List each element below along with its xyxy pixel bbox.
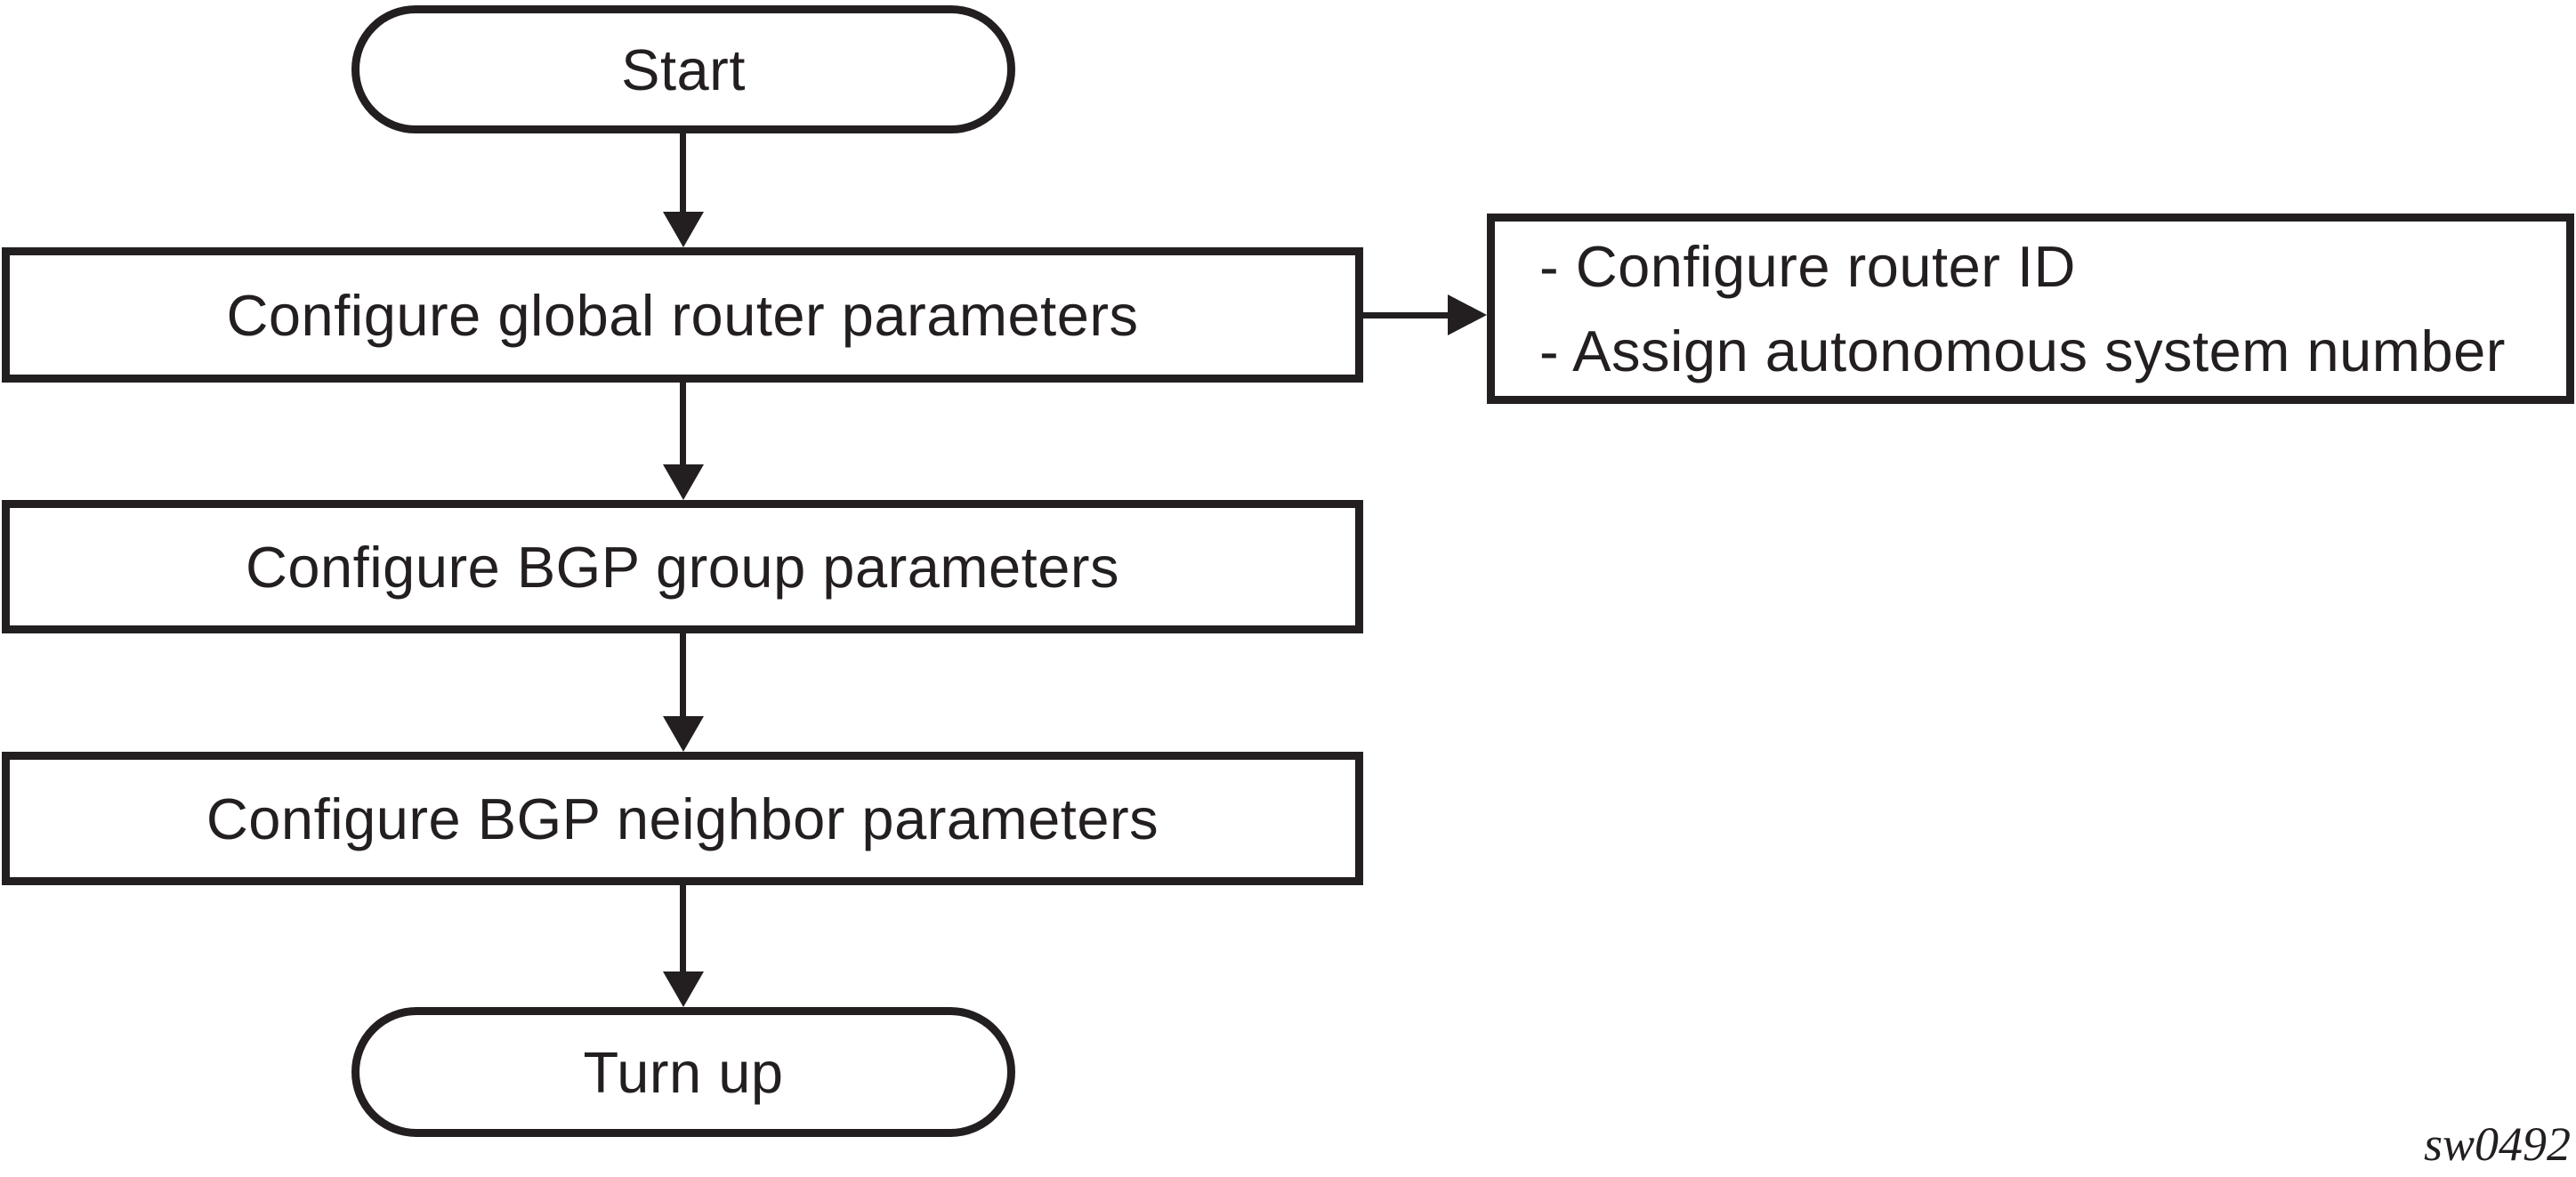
process-configure-bgp-group: Configure BGP group parameters xyxy=(2,500,1363,633)
connector-start-to-global xyxy=(680,133,686,214)
side-note-line: - Assign autonomous system number xyxy=(1539,318,2506,383)
start-label: Start xyxy=(621,36,746,102)
side-note-line: - Configure router ID xyxy=(1539,234,2076,299)
side-note-box: - Configure router ID - Assign autonomou… xyxy=(1487,214,2574,404)
connector-global-to-note xyxy=(1363,312,1449,318)
arrow-right-icon xyxy=(1448,294,1487,335)
start-terminator: Start xyxy=(351,5,1015,133)
process-label: Configure BGP group parameters xyxy=(245,534,1120,600)
end-terminator: Turn up xyxy=(351,1007,1015,1137)
process-configure-global-router: Configure global router parameters xyxy=(2,247,1363,383)
arrow-down-icon xyxy=(663,212,704,247)
figure-id-label: sw0492 xyxy=(2423,1117,2571,1171)
end-label: Turn up xyxy=(583,1039,784,1105)
connector-global-to-group xyxy=(680,383,686,464)
arrow-down-icon xyxy=(663,464,704,500)
process-configure-bgp-neighbor: Configure BGP neighbor parameters xyxy=(2,752,1363,885)
process-label: Configure global router parameters xyxy=(226,282,1139,348)
arrow-down-icon xyxy=(663,716,704,752)
connector-neighbor-to-end xyxy=(680,885,686,971)
process-label: Configure BGP neighbor parameters xyxy=(206,786,1159,851)
connector-group-to-neighbor xyxy=(680,633,686,716)
arrow-down-icon xyxy=(663,971,704,1007)
